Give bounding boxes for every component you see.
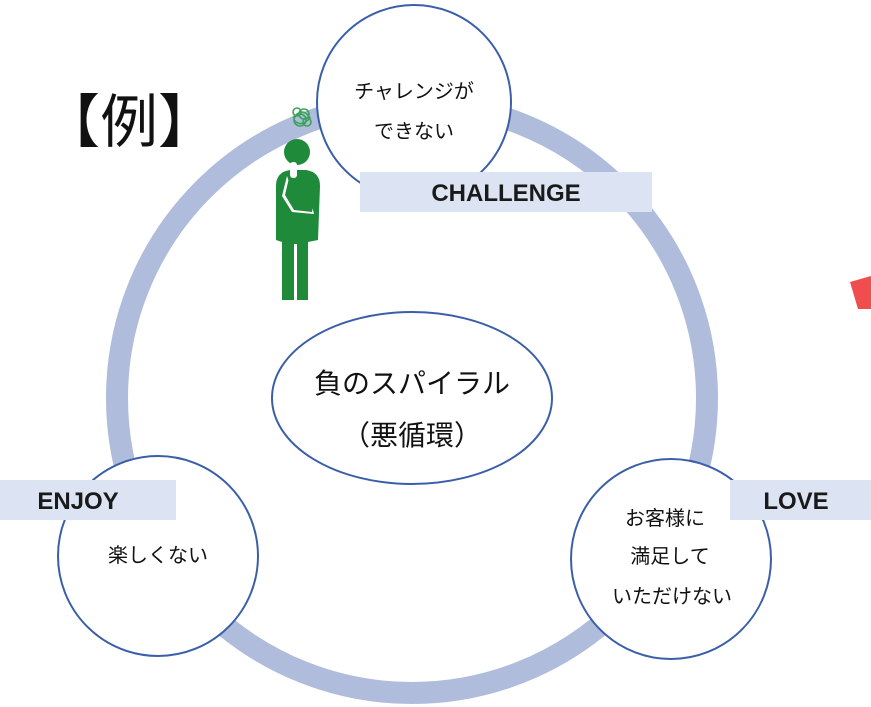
node-enjoy-line1: 楽しくない (108, 543, 208, 567)
enjoy-label-box (0, 480, 176, 520)
love-label: LOVE (763, 488, 828, 515)
node-enjoy: ENJOY 楽しくない (0, 455, 259, 657)
center-node: 負のスパイラル （悪循環） (271, 311, 553, 485)
node-challenge-line1: チャレンジが (354, 79, 474, 103)
red-arrow-fragment (850, 276, 871, 309)
center-line2: （悪循環） (342, 419, 482, 452)
thinking-person-icon (276, 139, 320, 300)
node-challenge: チャレンジが できない CHALLENGE (316, 4, 652, 212)
enjoy-label: ENJOY (37, 488, 118, 515)
challenge-label: CHALLENGE (431, 180, 580, 207)
node-love-line2: 満足して (630, 544, 709, 568)
node-love-line3: いただけない (612, 584, 732, 608)
node-love-line1: お客様に (625, 506, 705, 530)
challenge-label-box (360, 172, 652, 212)
center-line1: 負のスパイラル (314, 367, 510, 400)
node-challenge-line2: できない (374, 119, 454, 143)
love-label-box (730, 480, 871, 520)
node-love: LOVE お客様に 満足して いただけない (570, 458, 871, 660)
example-label: 【例】 (42, 88, 216, 156)
tangled-thought-icon (292, 107, 312, 127)
